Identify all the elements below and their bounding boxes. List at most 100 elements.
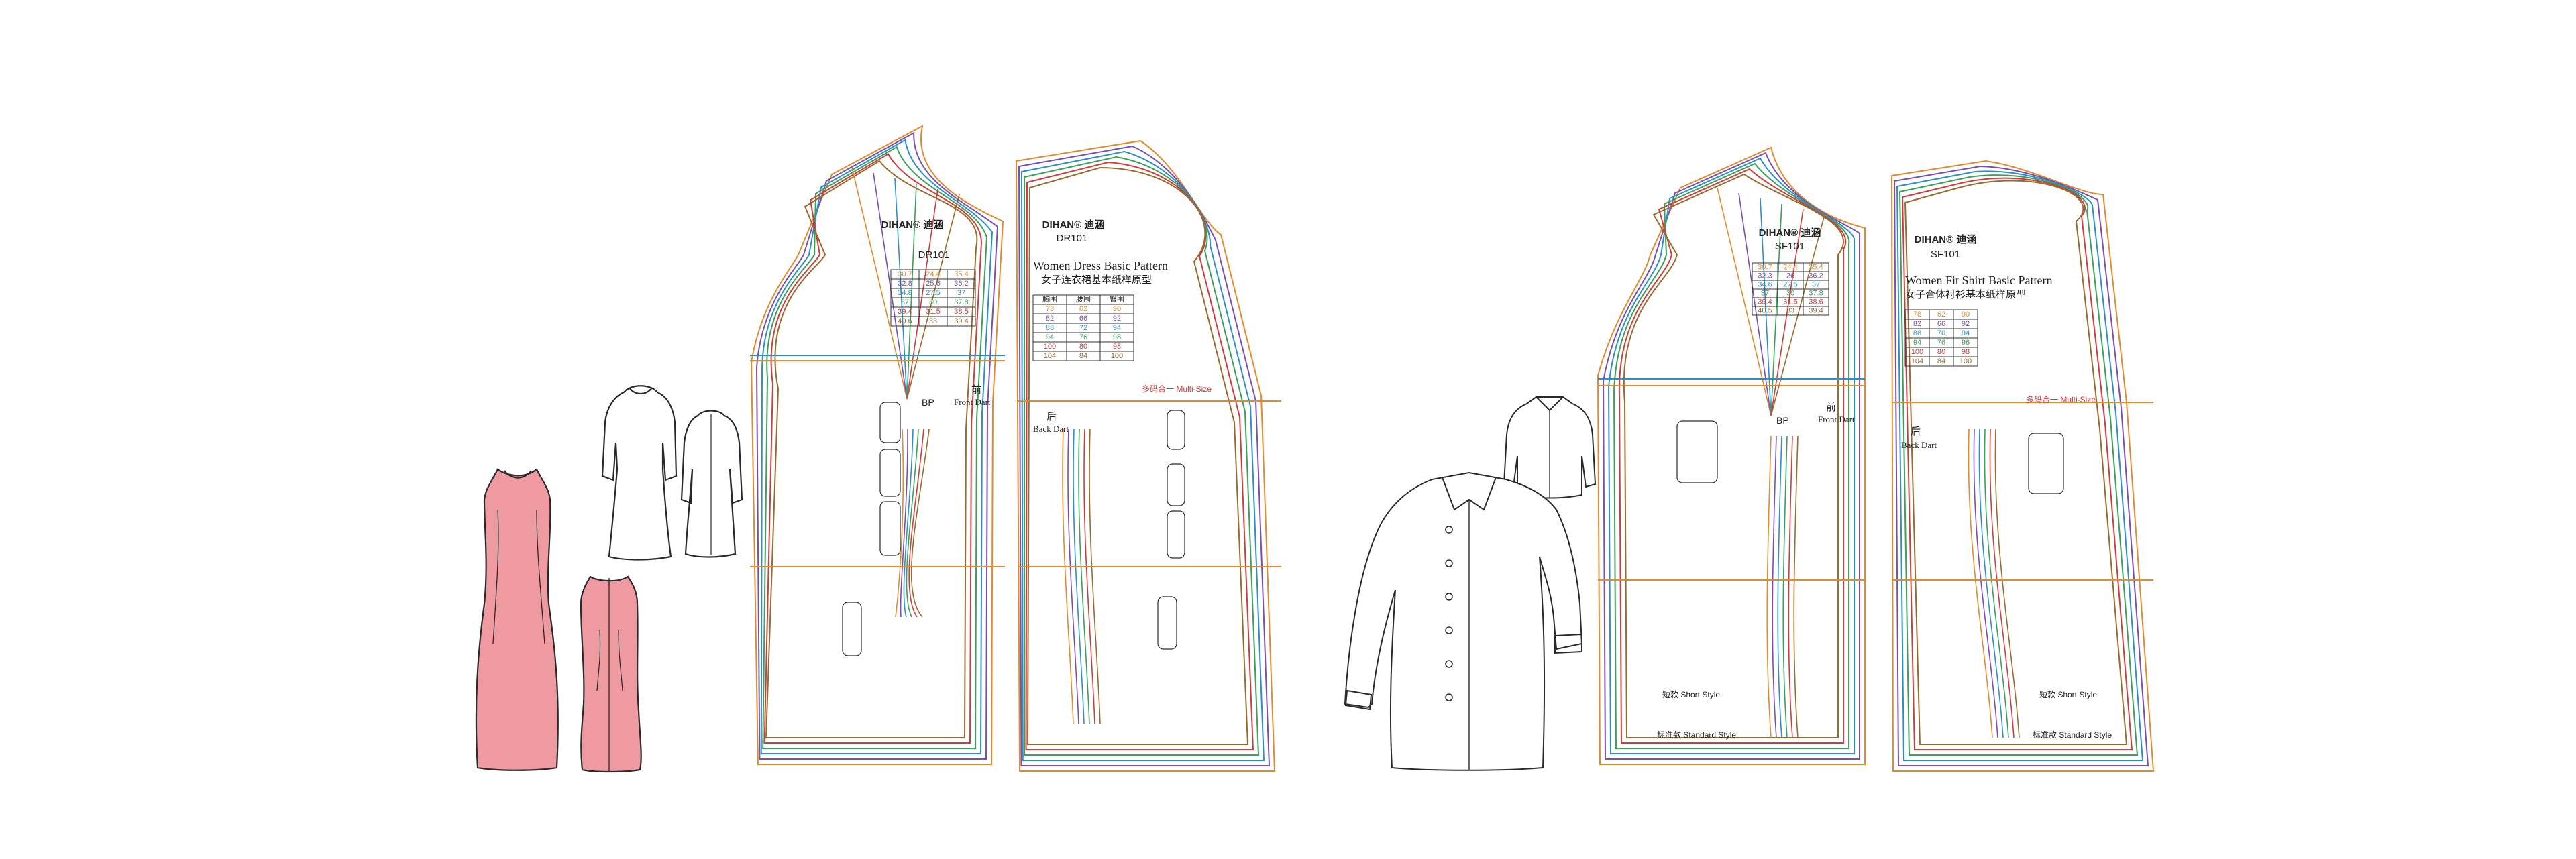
- shirt-back-outline: [1890, 160, 2155, 772]
- pattern-sketches: [842, 402, 2064, 656]
- dress-back-grade-lines: [1015, 139, 1276, 772]
- dress-front-en: Front Dart: [954, 397, 991, 407]
- shirt-back-table-cell-value: 96: [1962, 339, 1970, 347]
- dress-front-table-cell-value: 35.4: [954, 270, 968, 278]
- shirt-front-grade-lines: [1597, 146, 1866, 765]
- shirt-back-table-cell-value: 90: [1962, 310, 1970, 319]
- large-shirt: [1344, 471, 1583, 771]
- dress-front-grade-lines: [750, 125, 1004, 765]
- pink-dress-back: [580, 575, 642, 773]
- shirt-back-outline: [1898, 174, 2139, 756]
- shirt-front-table-cell-value: 27.5: [1783, 280, 1797, 288]
- dress-back-outline: [1025, 161, 1254, 750]
- dress-front-waist-dart: [906, 428, 919, 618]
- dress-back-table-cell-value: 76: [1079, 333, 1087, 341]
- dress-back-cn: 后: [1046, 411, 1057, 422]
- dress-front-table-cell-value: 38.5: [954, 308, 968, 316]
- shirt-back-outline: [1904, 180, 2128, 745]
- dress-front-outline: [765, 160, 978, 738]
- shirt-back-grade-lines: [1890, 160, 2155, 772]
- shirt-back-table-cell-value: 76: [1937, 339, 1945, 347]
- dress-brand-back: DIHAN® 迪涵: [1042, 219, 1105, 231]
- dress-front-table-cell-value: 27.5: [926, 289, 940, 297]
- shirt-multi-size: 多码合一 Multi-Size: [2026, 394, 2096, 404]
- dress-front-table-cell-value: 40.6: [898, 317, 912, 325]
- shirt-back-table-cell-value: 62: [1937, 310, 1945, 319]
- shirt-illustrations: [1344, 396, 1597, 771]
- dress-back-dart: [1062, 428, 1074, 725]
- dress-back-table-cell-value: 80: [1079, 343, 1087, 351]
- dress-title-en: Women Dress Basic Pattern: [1033, 259, 1168, 272]
- shirt-front-dart: [1770, 209, 1804, 416]
- dress-multi-size: 多码合一 Multi-Size: [1142, 384, 1212, 394]
- dress-front-waist-dart: [895, 428, 904, 618]
- shirt-back-dart: [1989, 428, 2015, 738]
- shirt-back-table-cell-value: 94: [1962, 329, 1970, 337]
- shirt-back-dart: [1968, 428, 1993, 738]
- shirt-front-waist-dart: [1777, 435, 1782, 738]
- dress-back-dart: [1083, 428, 1095, 725]
- shirt-bp: BP: [1776, 415, 1789, 426]
- dress-front-table-cell-value: 33: [929, 317, 937, 325]
- dress-front-table-cell-value: 37: [957, 289, 965, 297]
- shirt-back-table-cell-value: 98: [1962, 348, 1970, 356]
- dress-back-table-cell-value: 104: [1044, 352, 1056, 360]
- shirt-front-outline: [1623, 173, 1844, 738]
- shirt-back-table-cell-value: 82: [1913, 320, 1921, 328]
- shirt-back-table-cell-value: 94: [1913, 339, 1921, 347]
- dress-back-table-cell-value: 84: [1079, 352, 1087, 360]
- dress-front-waist-dart: [903, 428, 914, 618]
- shirt-front-table-cell-value: 37: [1761, 289, 1769, 297]
- dress-back-table-cell-value: 腰围: [1076, 295, 1091, 304]
- dress-front-outline: [755, 131, 999, 760]
- shirt-title-en: Women Fit Shirt Basic Pattern: [1905, 274, 2053, 287]
- shirt-title-cn: 女子合体衬衫基本纸样原型: [1905, 288, 2026, 300]
- shirt-back-table-cell-value: 70: [1937, 329, 1945, 337]
- dress-back-table-cell-value: 82: [1046, 314, 1054, 323]
- shirt-back-table-cell-value: 80: [1937, 348, 1945, 356]
- shirt-front-table-cell-value: 35.4: [1809, 263, 1823, 271]
- shirt-back-table-cell-value: 104: [1911, 357, 1923, 365]
- dress-back-table-cell-value: 94: [1113, 324, 1121, 332]
- dress-title-cn: 女子连衣裙基本纸样原型: [1041, 274, 1152, 286]
- dress-front-outline: [750, 125, 1004, 765]
- dress-front-outline: [763, 153, 983, 744]
- shirt-front-table-cell-value: 31.5: [1783, 298, 1797, 306]
- shirt-front-outline: [1613, 162, 1850, 749]
- dress-back-table-cell-value: 100: [1044, 343, 1056, 351]
- dress-front-table-cell-value: 36.2: [954, 280, 968, 288]
- shirt-back-dart: [1984, 428, 2009, 738]
- dress-back-table-cell-value: 胸围: [1042, 294, 1057, 304]
- shirt-back-dart: [1994, 428, 2020, 738]
- dress-front-table-cell-value: 25.6: [926, 280, 940, 288]
- shirt-back-table-cell-value: 78: [1913, 310, 1921, 319]
- shirt-front-table-cell-value: 40.5: [1758, 306, 1772, 314]
- shirt-front-table-cell-value: 34.6: [1758, 280, 1772, 288]
- dress-code-back: DR101: [1057, 233, 1088, 244]
- shirt-front-outline: [1607, 157, 1855, 754]
- dress-front-dart: [906, 188, 938, 400]
- guide-lines: [750, 355, 2153, 581]
- dress-back-table-cell-value: 92: [1113, 314, 1121, 323]
- dress-back-table-cell-value: 90: [1113, 305, 1121, 313]
- shirt-front-table-cell-value: 39.4: [1809, 306, 1823, 314]
- dress-illustrations: [475, 385, 743, 773]
- dress-front-table-cell: [947, 316, 976, 327]
- shirt-back-en: Back Dart: [1901, 440, 1937, 450]
- shirt-brand-front: DIHAN® 迪涵: [1759, 227, 1821, 239]
- dress-back-table-cell-value: 98: [1113, 333, 1121, 341]
- shirt-front-outline: [1597, 146, 1866, 765]
- dress-back-outline: [1026, 166, 1249, 745]
- shirt-front-table-cell-value: 39.4: [1758, 298, 1772, 306]
- dress-back-dart: [1078, 428, 1090, 725]
- shirt-code-front: SF101: [1775, 241, 1805, 252]
- dress-back-en: Back Dart: [1033, 424, 1069, 434]
- dress-front-outline: [760, 139, 994, 754]
- dress-back-dart: [1067, 428, 1079, 725]
- dress-front-table-cell-value: 39.4: [898, 308, 912, 316]
- dress-brand: DIHAN® 迪涵: [881, 219, 944, 231]
- dress-front-dart: [906, 194, 960, 400]
